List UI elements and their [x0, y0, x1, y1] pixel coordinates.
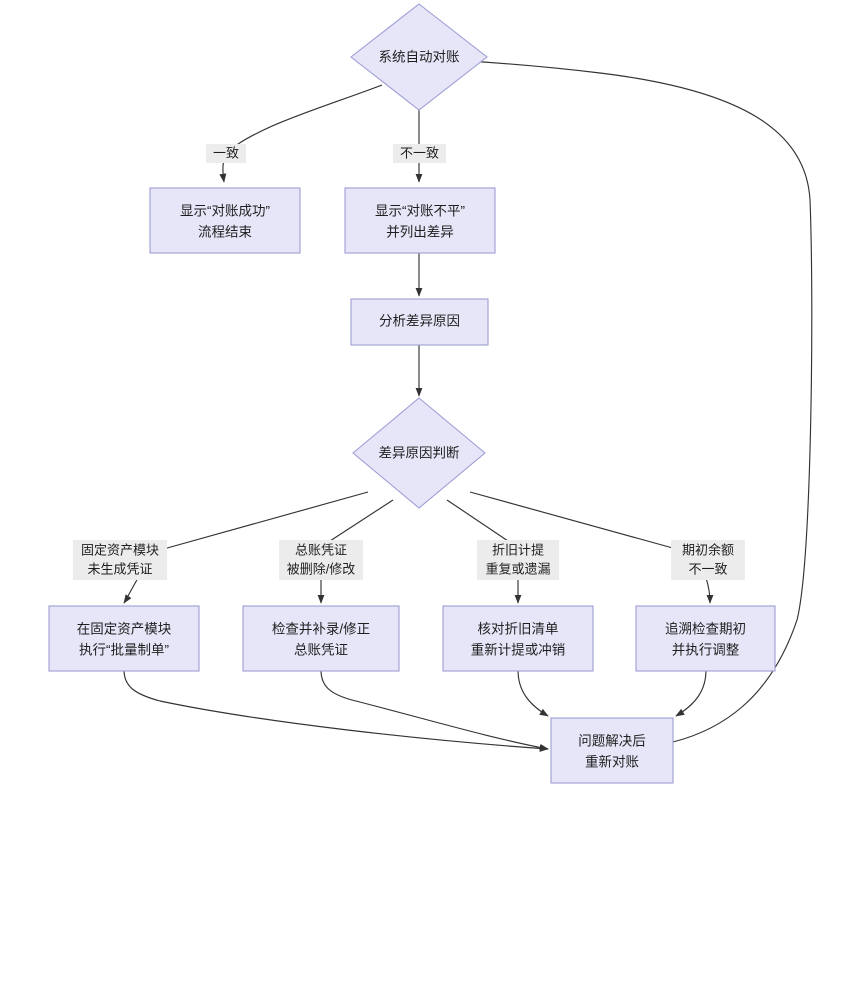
action-ledger-voucher-label-line1: 检查并补录/修正 [272, 622, 370, 637]
edge-label-cause-asset-module-line1: 固定资产模块 [81, 542, 159, 557]
match-fail-box[interactable] [344, 187, 496, 254]
edge-decision-to-cause1 [159, 491, 369, 551]
edge-action4-to-rereconcile [675, 669, 707, 717]
edge-label-cause-ledger-voucher-line2: 被删除/修改 [287, 561, 356, 576]
node-re-reconcile[interactable]: 问题解决后 重新对账 [550, 717, 674, 784]
edge-label-inconsistent: 不一致 [393, 144, 446, 163]
edge-action1-to-rereconcile [123, 669, 549, 752]
match-success-label-line1: 显示“对账成功” [180, 204, 270, 219]
edge-label-cause-ledger-voucher: 总账凭证 被删除/修改 [279, 540, 363, 580]
re-reconcile-box[interactable] [550, 717, 674, 784]
node-cause-decision[interactable]: 差异原因判断 [352, 397, 486, 509]
match-fail-label-line1: 显示“对账不平” [375, 204, 465, 219]
edge-label-cause-depreciation: 折旧计提 重复或遗漏 [477, 540, 559, 580]
edge-label-inconsistent-bg [393, 144, 446, 163]
edge-action3-to-rereconcile [517, 669, 549, 717]
edge-cause1-to-action1 [123, 577, 139, 604]
edge-decision-to-cause4 [469, 491, 681, 551]
edge-label-cause-asset-module-line2: 未生成凭证 [87, 561, 152, 576]
edge-layer [123, 58, 813, 752]
node-action-depreciation[interactable]: 核对折旧清单 重新计提或冲销 [442, 605, 594, 672]
action-opening-balance-box[interactable] [635, 605, 776, 672]
edge-decision-to-cause2 [329, 499, 394, 542]
edge-cause4-to-action4 [705, 577, 714, 604]
match-success-box[interactable] [149, 187, 301, 254]
edge-label-cause-opening-balance: 期初余额 不一致 [671, 540, 745, 580]
edge-action2-to-rereconcile [320, 669, 549, 751]
cause-decision-label: 差异原因判断 [379, 446, 460, 461]
edge-label-cause-depreciation-bg [477, 540, 559, 580]
action-depreciation-label-line2: 重新计提或冲销 [471, 643, 566, 658]
edge-start-to-success [219, 84, 383, 183]
edge-label-consistent: 一致 [206, 144, 246, 163]
re-reconcile-label-line2: 重新对账 [585, 755, 639, 770]
start-reconcile-diamond[interactable] [350, 3, 488, 111]
node-action-opening-balance[interactable]: 追溯检查期初 并执行调整 [635, 605, 776, 672]
edge-label-cause-opening-balance-line2: 不一致 [688, 561, 727, 576]
analyze-cause-label: 分析差异原因 [379, 314, 460, 329]
edge-label-cause-opening-balance-bg [671, 540, 745, 580]
action-ledger-voucher-box[interactable] [242, 605, 400, 672]
action-ledger-voucher-label-line2: 总账凭证 [294, 643, 348, 658]
edge-label-cause-depreciation-line2: 重复或遗漏 [485, 561, 550, 576]
action-asset-module-box[interactable] [48, 605, 200, 672]
action-opening-balance-label-line1: 追溯检查期初 [665, 621, 746, 637]
node-match-fail[interactable]: 显示“对账不平” 并列出差异 [344, 187, 496, 254]
action-depreciation-label-line1: 核对折旧清单 [478, 622, 559, 637]
node-analyze-cause[interactable]: 分析差异原因 [350, 298, 489, 346]
action-asset-module-label-line2: 执行“批量制单” [79, 643, 169, 658]
action-opening-balance-label-line2: 并执行调整 [672, 643, 740, 658]
edge-label-cause-asset-module: 固定资产模块 未生成凭证 [73, 540, 167, 580]
node-match-success[interactable]: 显示“对账成功” 流程结束 [149, 187, 301, 254]
edge-label-cause-depreciation-line1: 折旧计提 [492, 542, 544, 557]
edge-label-inconsistent-text: 不一致 [400, 145, 439, 160]
edge-label-layer: 一致 不一致 固定资产模块 未生成凭证 总账凭证 被删除/修改 [73, 144, 745, 580]
node-action-ledger-voucher[interactable]: 检查并补录/修正 总账凭证 [242, 605, 400, 672]
node-layer: 系统自动对账 显示“对账成功” 流程结束 显示“对账不平” 并列出差异 分析差异… [48, 3, 776, 784]
analyze-cause-box[interactable] [350, 298, 489, 346]
edge-rereconcile-to-start [467, 58, 813, 743]
re-reconcile-label-line1: 问题解决后 [578, 734, 646, 749]
edge-decision-to-cause3 [446, 499, 509, 542]
edge-label-cause-ledger-voucher-bg [279, 540, 363, 580]
action-depreciation-box[interactable] [442, 605, 594, 672]
node-action-asset-module[interactable]: 在固定资产模块 执行“批量制单” [48, 605, 200, 672]
edge-label-cause-ledger-voucher-line1: 总账凭证 [295, 542, 347, 557]
action-asset-module-label-line1: 在固定资产模块 [77, 622, 172, 637]
node-start-reconcile[interactable]: 系统自动对账 [350, 3, 488, 111]
edge-label-consistent-text: 一致 [213, 145, 239, 160]
edge-label-cause-asset-module-bg [73, 540, 167, 580]
cause-decision-diamond[interactable] [352, 397, 486, 509]
start-reconcile-label: 系统自动对账 [379, 50, 460, 65]
match-fail-label-line2: 并列出差异 [386, 225, 454, 240]
edge-label-consistent-bg [206, 144, 246, 163]
match-success-label-line2: 流程结束 [198, 225, 252, 240]
edge-label-cause-opening-balance-line1: 期初余额 [682, 542, 734, 557]
